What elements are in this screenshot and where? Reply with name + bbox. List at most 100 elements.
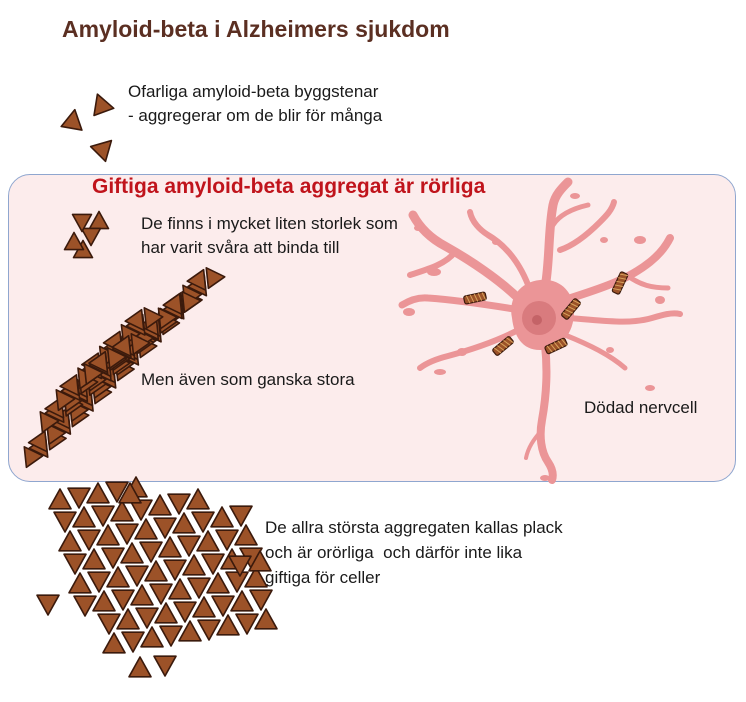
bound-aggregate-stripe — [497, 345, 505, 351]
fibril-peptide-icon — [205, 267, 226, 290]
plaque-peptide-icon — [173, 601, 197, 623]
neuron-fragment — [540, 475, 550, 481]
plaque-peptide-icon — [148, 494, 172, 516]
fibril-peptide-icon — [55, 389, 76, 412]
plaque-peptide-icon — [73, 595, 97, 617]
plaque-peptide-icon — [254, 608, 278, 630]
panel-heading: Giftiga amyloid-beta aggregat är rörliga — [92, 175, 486, 198]
plaque-peptide-icon — [91, 505, 115, 527]
neuron-dendrite — [524, 428, 544, 460]
bound-aggregate-stripe — [553, 342, 560, 350]
bound-aggregate-stripe — [503, 339, 511, 346]
plaque-peptide-icon — [172, 512, 196, 534]
bound-aggregate-stripe — [469, 294, 475, 303]
plaque-peptide-icon — [134, 518, 158, 540]
plaque-peptide-icon — [128, 656, 152, 678]
plaque-peptide-icon — [163, 559, 187, 581]
neuron-dendrite — [565, 310, 683, 325]
note-dead-neuron: Dödad nervcell — [584, 398, 698, 417]
neuron-fragment — [570, 193, 580, 199]
plaque-peptide-icon — [82, 548, 106, 570]
plaque-peptide-icon — [186, 488, 210, 510]
plaque-peptide-icon — [97, 613, 121, 635]
monomer-icon — [93, 93, 115, 117]
neuron-dendrite — [540, 177, 573, 293]
plaque-peptide-icon — [86, 482, 110, 504]
plaque-peptide-icon — [248, 550, 272, 572]
plaque-peptide-icon — [102, 632, 126, 654]
plaque-peptide-icon — [149, 583, 173, 605]
plaque-peptide-icon — [196, 530, 220, 552]
plaque-aggregate-icon — [36, 476, 278, 678]
plaque-peptide-icon — [110, 500, 134, 522]
neuron-dendrite — [408, 210, 525, 305]
plaque-peptide-icon — [101, 547, 125, 569]
bound-aggregate-stripe — [562, 312, 571, 317]
bound-aggregate-stripe — [561, 338, 568, 346]
fibril-peptide-icon — [111, 334, 132, 357]
fibril-peptide-icon — [143, 307, 164, 330]
note-small-aggregates: De finns i mycket liten storlek som har … — [141, 214, 398, 257]
plaque-peptide-icon — [225, 571, 249, 593]
fibril-aggregate-icon — [23, 267, 226, 469]
bound-aggregate-stripe — [477, 293, 483, 301]
plaque-peptide-icon — [120, 542, 144, 564]
fibril-peptide-icon — [27, 430, 48, 453]
plaque-peptide-icon — [87, 571, 111, 593]
plaque-peptide-icon — [139, 541, 163, 563]
plaque-peptide-icon — [121, 631, 145, 653]
bound-aggregate-stripe — [616, 280, 625, 284]
plaque-peptide-icon — [249, 589, 273, 611]
plaque-peptide-icon — [111, 589, 135, 611]
bound-aggregate-icon — [611, 271, 629, 295]
plaque-peptide-icon — [67, 487, 91, 509]
plaque-peptide-icon — [215, 529, 239, 551]
neuron-fragment — [606, 347, 614, 353]
plaque-peptide-icon — [144, 560, 168, 582]
plaque-peptide-icon — [72, 506, 96, 528]
monomer-icon — [60, 108, 83, 131]
plaque-peptide-icon — [96, 524, 120, 546]
bound-aggregate-stripe — [565, 309, 573, 314]
plaque-peptide-icon — [159, 625, 183, 647]
oligomer-peptide-icon — [71, 213, 93, 233]
bound-aggregate-body — [611, 271, 629, 295]
plaque-peptide-icon — [154, 602, 178, 624]
neuron-dendrite — [550, 202, 591, 228]
plaque-peptide-icon — [192, 596, 216, 618]
bound-aggregate-icon — [544, 337, 568, 355]
plaque-peptide-icon — [125, 565, 149, 587]
fibril-peptide-icon — [181, 291, 202, 314]
bound-aggregate-stripe — [572, 299, 581, 305]
neuron-fragment — [634, 236, 646, 244]
plaque-peptide-icon — [158, 536, 182, 558]
bound-aggregate-stripe — [567, 305, 576, 311]
neuron-icon — [398, 177, 683, 484]
plaque-peptide-icon — [130, 584, 154, 606]
plaque-peptide-icon — [153, 517, 177, 539]
bound-aggregate-stripe — [500, 342, 508, 349]
plaque-peptide-icon — [211, 595, 235, 617]
plaque-peptide-icon — [118, 482, 142, 504]
plaque-peptide-icon — [167, 493, 191, 515]
fibril-peptide-icon — [130, 333, 151, 356]
fibril-peptide-icon — [39, 411, 60, 434]
plaque-peptide-icon — [187, 577, 211, 599]
plaque-peptide-icon — [48, 488, 72, 510]
fibril-peptide-icon — [186, 268, 207, 291]
bound-aggregate-stripe — [612, 288, 622, 291]
plaque-peptide-icon — [229, 505, 253, 527]
neuron-dendrite — [467, 209, 533, 293]
plaque-peptide-icon — [68, 572, 92, 594]
plaque-peptide-icon — [140, 626, 164, 648]
plaque-peptide-icon — [115, 523, 139, 545]
plaque-peptide-icon — [53, 511, 77, 533]
neuron-dendrite — [407, 249, 458, 278]
plaque-peptide-icon — [216, 614, 240, 636]
bound-aggregate-icon — [463, 291, 487, 305]
bound-aggregate-stripe — [617, 277, 627, 280]
oligomer-peptide-icon — [63, 231, 85, 251]
neuron-fragment — [427, 268, 441, 276]
neuron-fragment — [403, 308, 415, 316]
note-harmless-monomers: Ofarliga amyloid-beta byggstenar - aggre… — [128, 82, 383, 125]
